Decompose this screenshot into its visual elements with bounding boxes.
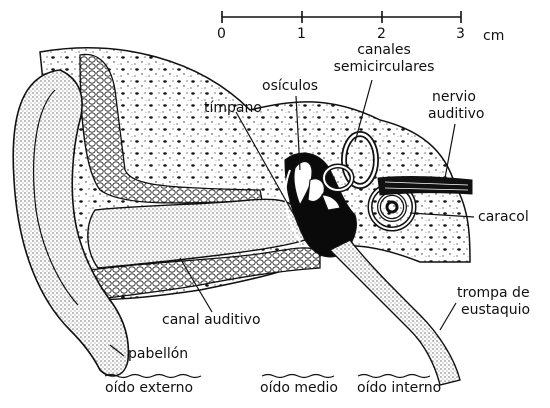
eardrum [284, 169, 301, 243]
region-underlines [104, 373, 431, 379]
semicircular-canals [321, 131, 379, 193]
label-trompa: trompa de [457, 285, 530, 301]
label-semicirculares: semicirculares [333, 59, 435, 75]
label-canal-auditivo: canal auditivo [162, 312, 261, 328]
region-oido-interno: oído interno [357, 380, 442, 396]
scale-tick-1: 1 [297, 26, 306, 42]
pinna [12, 69, 130, 377]
label-nervio: nervio [432, 89, 476, 105]
ear-canal [87, 198, 306, 269]
region-oido-medio: oído medio [260, 380, 338, 396]
scale-bar [221, 11, 462, 23]
cartilage-lower [89, 247, 321, 301]
ossicles [293, 161, 341, 211]
label-auditivo: auditivo [428, 106, 485, 122]
label-canales: canales [357, 42, 411, 58]
label-timpano: tímpano [204, 100, 262, 116]
scale-unit: cm [483, 28, 505, 44]
label-eustaquio: eustaquio [461, 302, 531, 318]
eustachian-tube [328, 239, 461, 386]
scale-tick-2: 2 [377, 26, 386, 42]
label-caracol: caracol [478, 209, 529, 225]
region-oido-externo: oído externo [105, 380, 194, 396]
scale-tick-3: 3 [456, 26, 465, 42]
scale-tick-0: 0 [217, 26, 226, 42]
label-osiculos: osículos [262, 78, 319, 94]
label-pabellon: pabellón [128, 346, 189, 362]
leader-lines [109, 79, 475, 357]
auditory-nerve [377, 176, 473, 196]
